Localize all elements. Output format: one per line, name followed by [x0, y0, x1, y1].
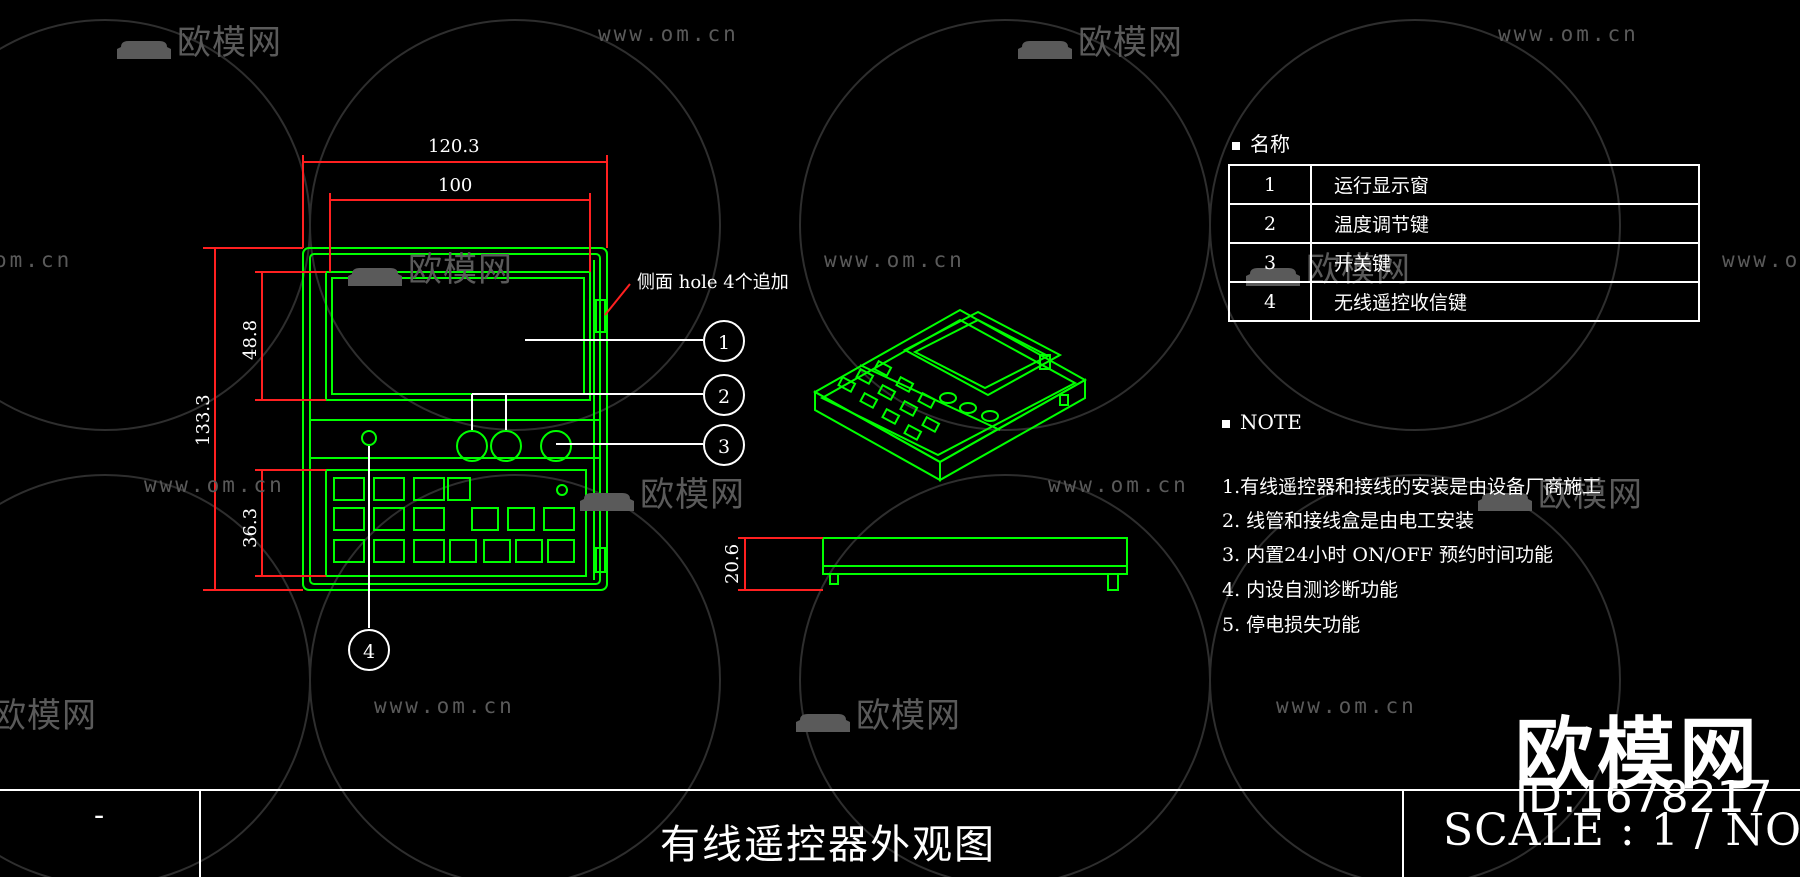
- leader-lines: [368, 339, 703, 628]
- side-view: [822, 537, 1128, 591]
- drawing-scale: SCALE : 1 / NONE: [1443, 805, 1800, 856]
- sofa-icon: [794, 705, 852, 732]
- dim-keypad-height: 36.3: [240, 507, 261, 548]
- watermark-url: www.om.cn: [1722, 248, 1800, 272]
- watermark-url: www.om.cn: [1048, 473, 1189, 497]
- callout-1: 1: [703, 320, 745, 362]
- side-hole-note: 侧面 hole 4个追加: [637, 272, 789, 293]
- sofa-icon: [346, 259, 404, 286]
- watermark-url-partial: om.cn: [0, 248, 73, 272]
- watermark-url: www.om.cn: [598, 22, 739, 46]
- watermark-url: www.om.cn: [374, 694, 515, 718]
- drawing-title: 有线遥控器外观图: [660, 822, 996, 868]
- note-line-3: 3. 内置24小时 ON/OFF 预约时间功能: [1222, 544, 1553, 566]
- watermark-logo: 欧模网: [115, 15, 282, 64]
- row-number: 1: [1228, 164, 1312, 205]
- watermark-logo: 欧模网: [578, 467, 745, 516]
- sofa-icon: [578, 484, 636, 511]
- bullet-icon: [1222, 419, 1230, 428]
- callout-3: 3: [703, 424, 745, 466]
- callout-4: 4: [348, 629, 390, 671]
- names-title: 名称: [1232, 128, 1290, 157]
- dim-outer-width: 120.3: [428, 136, 480, 157]
- dim-inner-width: 100: [438, 175, 473, 196]
- watermark-logo: 欧模网: [1016, 15, 1183, 64]
- dim-side-depth: 20.6: [722, 543, 743, 584]
- watermark-url: www.om.cn: [144, 473, 285, 497]
- row-label: 开关键: [1310, 242, 1700, 283]
- watermark-arcs: [0, 19, 1621, 877]
- sofa-icon: [115, 32, 173, 59]
- note-title: NOTE: [1222, 410, 1302, 434]
- dim-height-total: 133.3: [193, 394, 214, 446]
- note-line-1: 1.有线遥控器和接线的安装是由设备厂商施工: [1222, 476, 1602, 498]
- watermark-logo-partial: 欧模网: [0, 696, 97, 736]
- note-line-2: 2. 线管和接线盒是由电工安装: [1222, 510, 1475, 532]
- title-block-frame: [0, 789, 1800, 877]
- watermark-url: www.om.cn: [1498, 22, 1639, 46]
- watermark-logo: 欧模网: [346, 242, 513, 291]
- keypad: [333, 477, 575, 563]
- watermark-url: www.om.cn: [1276, 694, 1417, 718]
- watermark-logo: 欧模网: [794, 688, 961, 737]
- note-line-4: 4. 内设自测诊断功能: [1222, 579, 1399, 601]
- sofa-icon: [1016, 32, 1074, 59]
- title-block-dash: -: [94, 798, 105, 833]
- dimension-lines: [203, 155, 823, 591]
- watermark-id: ID:1678217: [1515, 772, 1773, 823]
- callout-2: 2: [703, 374, 745, 416]
- row-label: 温度调节键: [1310, 203, 1700, 244]
- front-view: [302, 247, 608, 591]
- isometric-view: [812, 308, 1088, 482]
- note-line-5: 5. 停电损失功能: [1222, 614, 1361, 636]
- row-number: 3: [1228, 242, 1312, 283]
- row-number: 2: [1228, 203, 1312, 244]
- sofa-icon: [1476, 484, 1534, 511]
- bullet-icon: [1232, 141, 1240, 150]
- watermark-logo: 欧模网: [1476, 467, 1643, 516]
- row-label: 运行显示窗: [1310, 164, 1700, 205]
- watermark-url: www.om.cn: [824, 248, 965, 272]
- row-number: 4: [1228, 281, 1312, 322]
- row-label: 无线遥控收信键: [1310, 281, 1700, 322]
- watermark-brand-large: 欧模网: [1515, 710, 1762, 800]
- dim-screen-height: 48.8: [240, 319, 261, 360]
